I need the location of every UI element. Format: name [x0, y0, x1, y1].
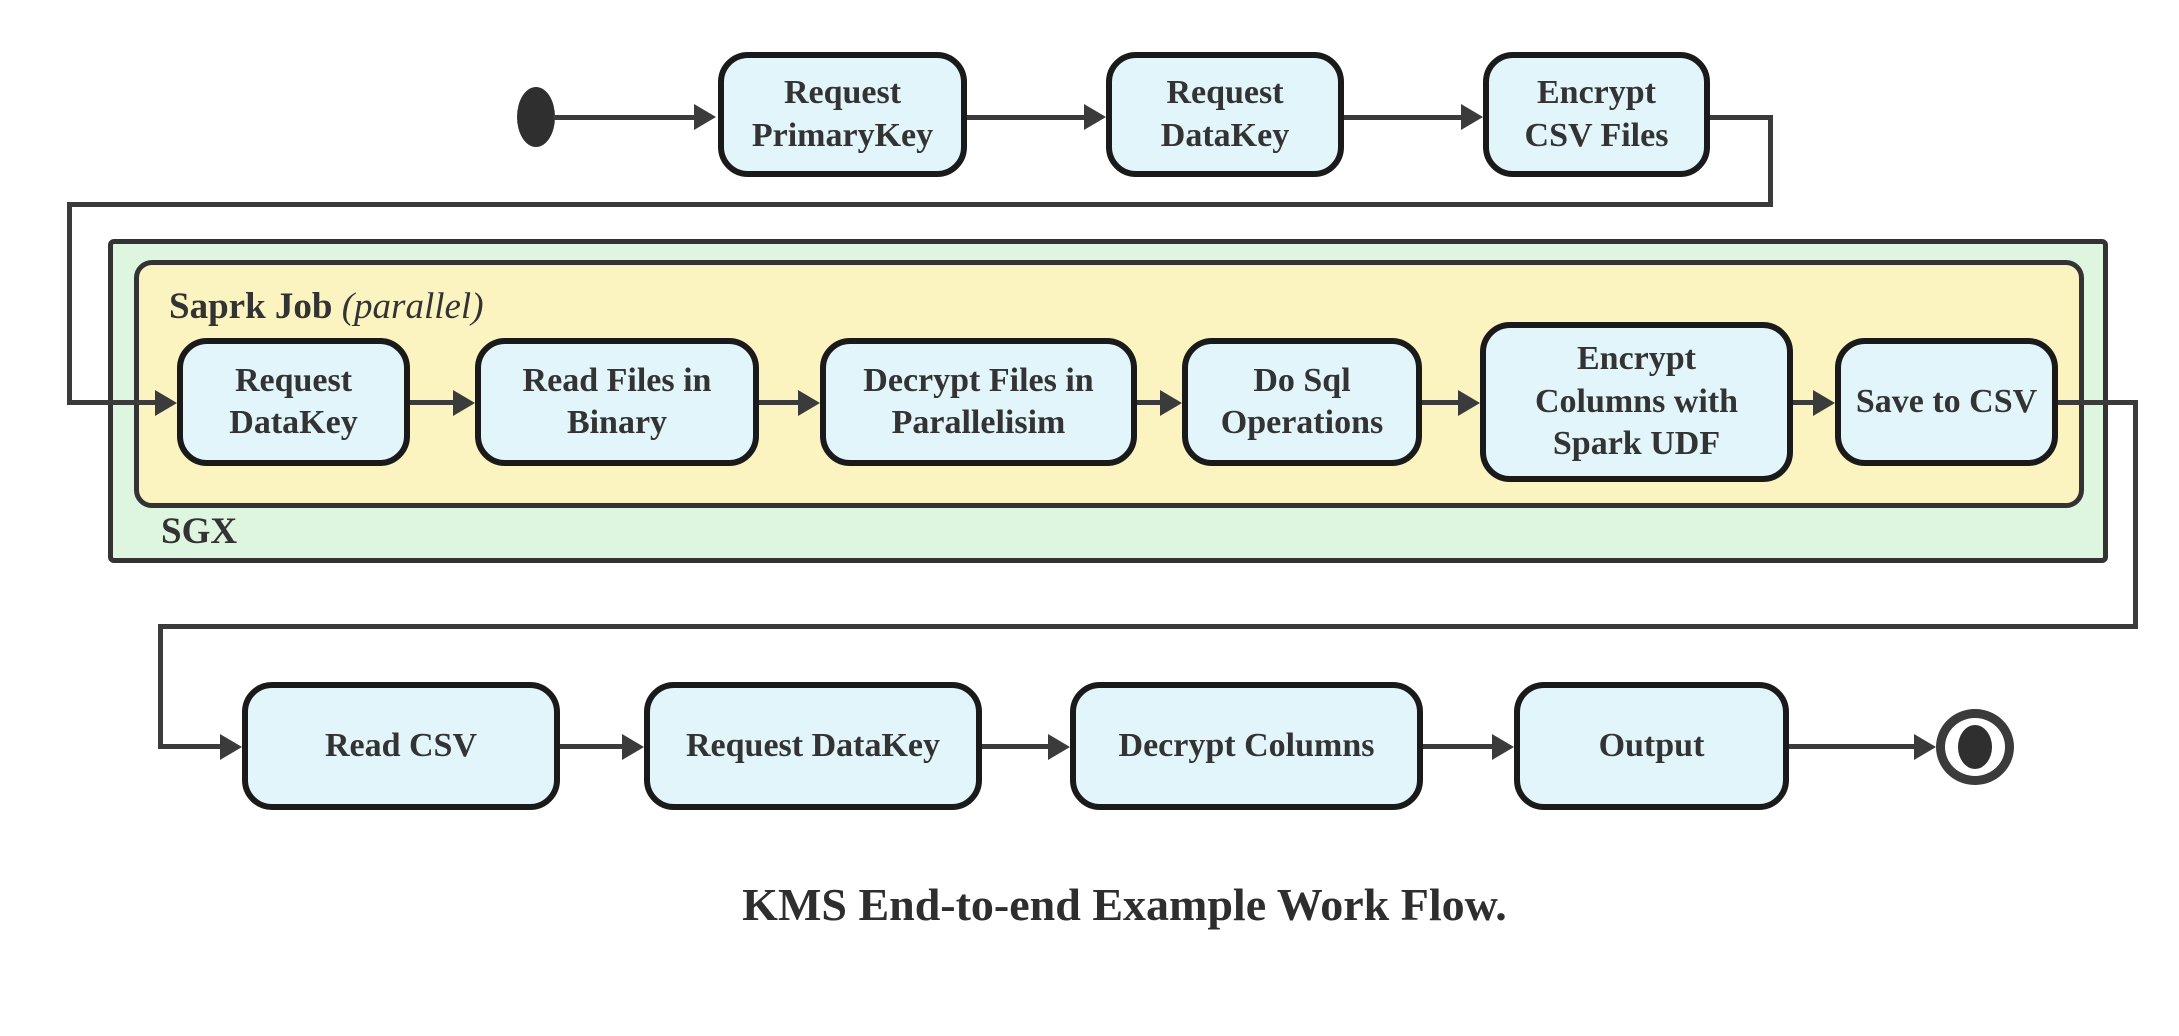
- node-output: Output: [1514, 682, 1789, 810]
- edge-segment: [1768, 115, 1773, 207]
- arrowhead-icon: [1048, 734, 1070, 760]
- edge-segment: [759, 400, 800, 405]
- arrowhead-icon: [155, 390, 177, 416]
- arrowhead-icon: [1492, 734, 1514, 760]
- edge-segment: [1793, 400, 1815, 405]
- arrowhead-icon: [1084, 104, 1106, 130]
- node-request-primarykey: Request PrimaryKey: [718, 52, 967, 177]
- spark-job-label-bold: Saprk Job: [169, 286, 333, 327]
- arrowhead-icon: [1461, 104, 1483, 130]
- edge-segment: [158, 624, 2138, 629]
- node-do-sql-operations: Do Sql Operations: [1182, 338, 1422, 466]
- edge-segment: [1423, 744, 1494, 749]
- start-state-icon: [517, 87, 555, 147]
- edge-segment: [967, 115, 1086, 120]
- edge-segment: [410, 400, 455, 405]
- arrowhead-icon: [798, 390, 820, 416]
- end-state-inner-dot: [1958, 725, 1992, 769]
- arrowhead-icon: [220, 734, 242, 760]
- arrowhead-icon: [694, 104, 716, 130]
- node-save-to-csv: Save to CSV: [1835, 338, 2058, 466]
- arrowhead-icon: [1458, 390, 1480, 416]
- arrowhead-icon: [453, 390, 475, 416]
- arrowhead-icon: [1813, 390, 1835, 416]
- sgx-label: SGX: [161, 511, 238, 552]
- node-request-datakey-top: Request DataKey: [1106, 52, 1344, 177]
- edge-segment: [1789, 744, 1917, 749]
- spark-job-label: Saprk Job (parallel): [169, 285, 484, 328]
- edge-segment: [1710, 115, 1773, 120]
- edge-segment: [67, 202, 72, 405]
- node-encrypt-csv-files: Encrypt CSV Files: [1483, 52, 1710, 177]
- edge-segment: [158, 744, 224, 749]
- arrowhead-icon: [1914, 734, 1936, 760]
- edge-segment: [553, 115, 694, 120]
- edge-segment: [158, 624, 163, 749]
- node-decrypt-columns: Decrypt Columns: [1070, 682, 1423, 810]
- edge-segment: [67, 400, 159, 405]
- node-read-csv: Read CSV: [242, 682, 560, 810]
- edge-segment: [982, 744, 1050, 749]
- node-decrypt-files-in-parallelisim: Decrypt Files in Parallelisim: [820, 338, 1137, 466]
- spark-job-label-parallel: (parallel): [341, 286, 484, 327]
- node-spark-request-datakey: Request DataKey: [177, 338, 410, 466]
- node-read-files-in-binary: Read Files in Binary: [475, 338, 759, 466]
- edge-segment: [2133, 400, 2138, 629]
- end-state-icon: [1936, 709, 2014, 785]
- node-request-datakey-bottom: Request DataKey: [644, 682, 982, 810]
- arrowhead-icon: [1160, 390, 1182, 416]
- edge-segment: [1422, 400, 1460, 405]
- edge-segment: [1344, 115, 1463, 120]
- edge-segment: [67, 202, 1773, 207]
- edge-segment: [560, 744, 624, 749]
- edge-segment: [2058, 400, 2138, 405]
- arrowhead-icon: [622, 734, 644, 760]
- diagram-caption: KMS End-to-end Example Work Flow.: [742, 879, 1507, 930]
- edge-segment: [1137, 400, 1162, 405]
- node-encrypt-columns-with-spark-udf: Encrypt Columns with Spark UDF: [1480, 322, 1793, 482]
